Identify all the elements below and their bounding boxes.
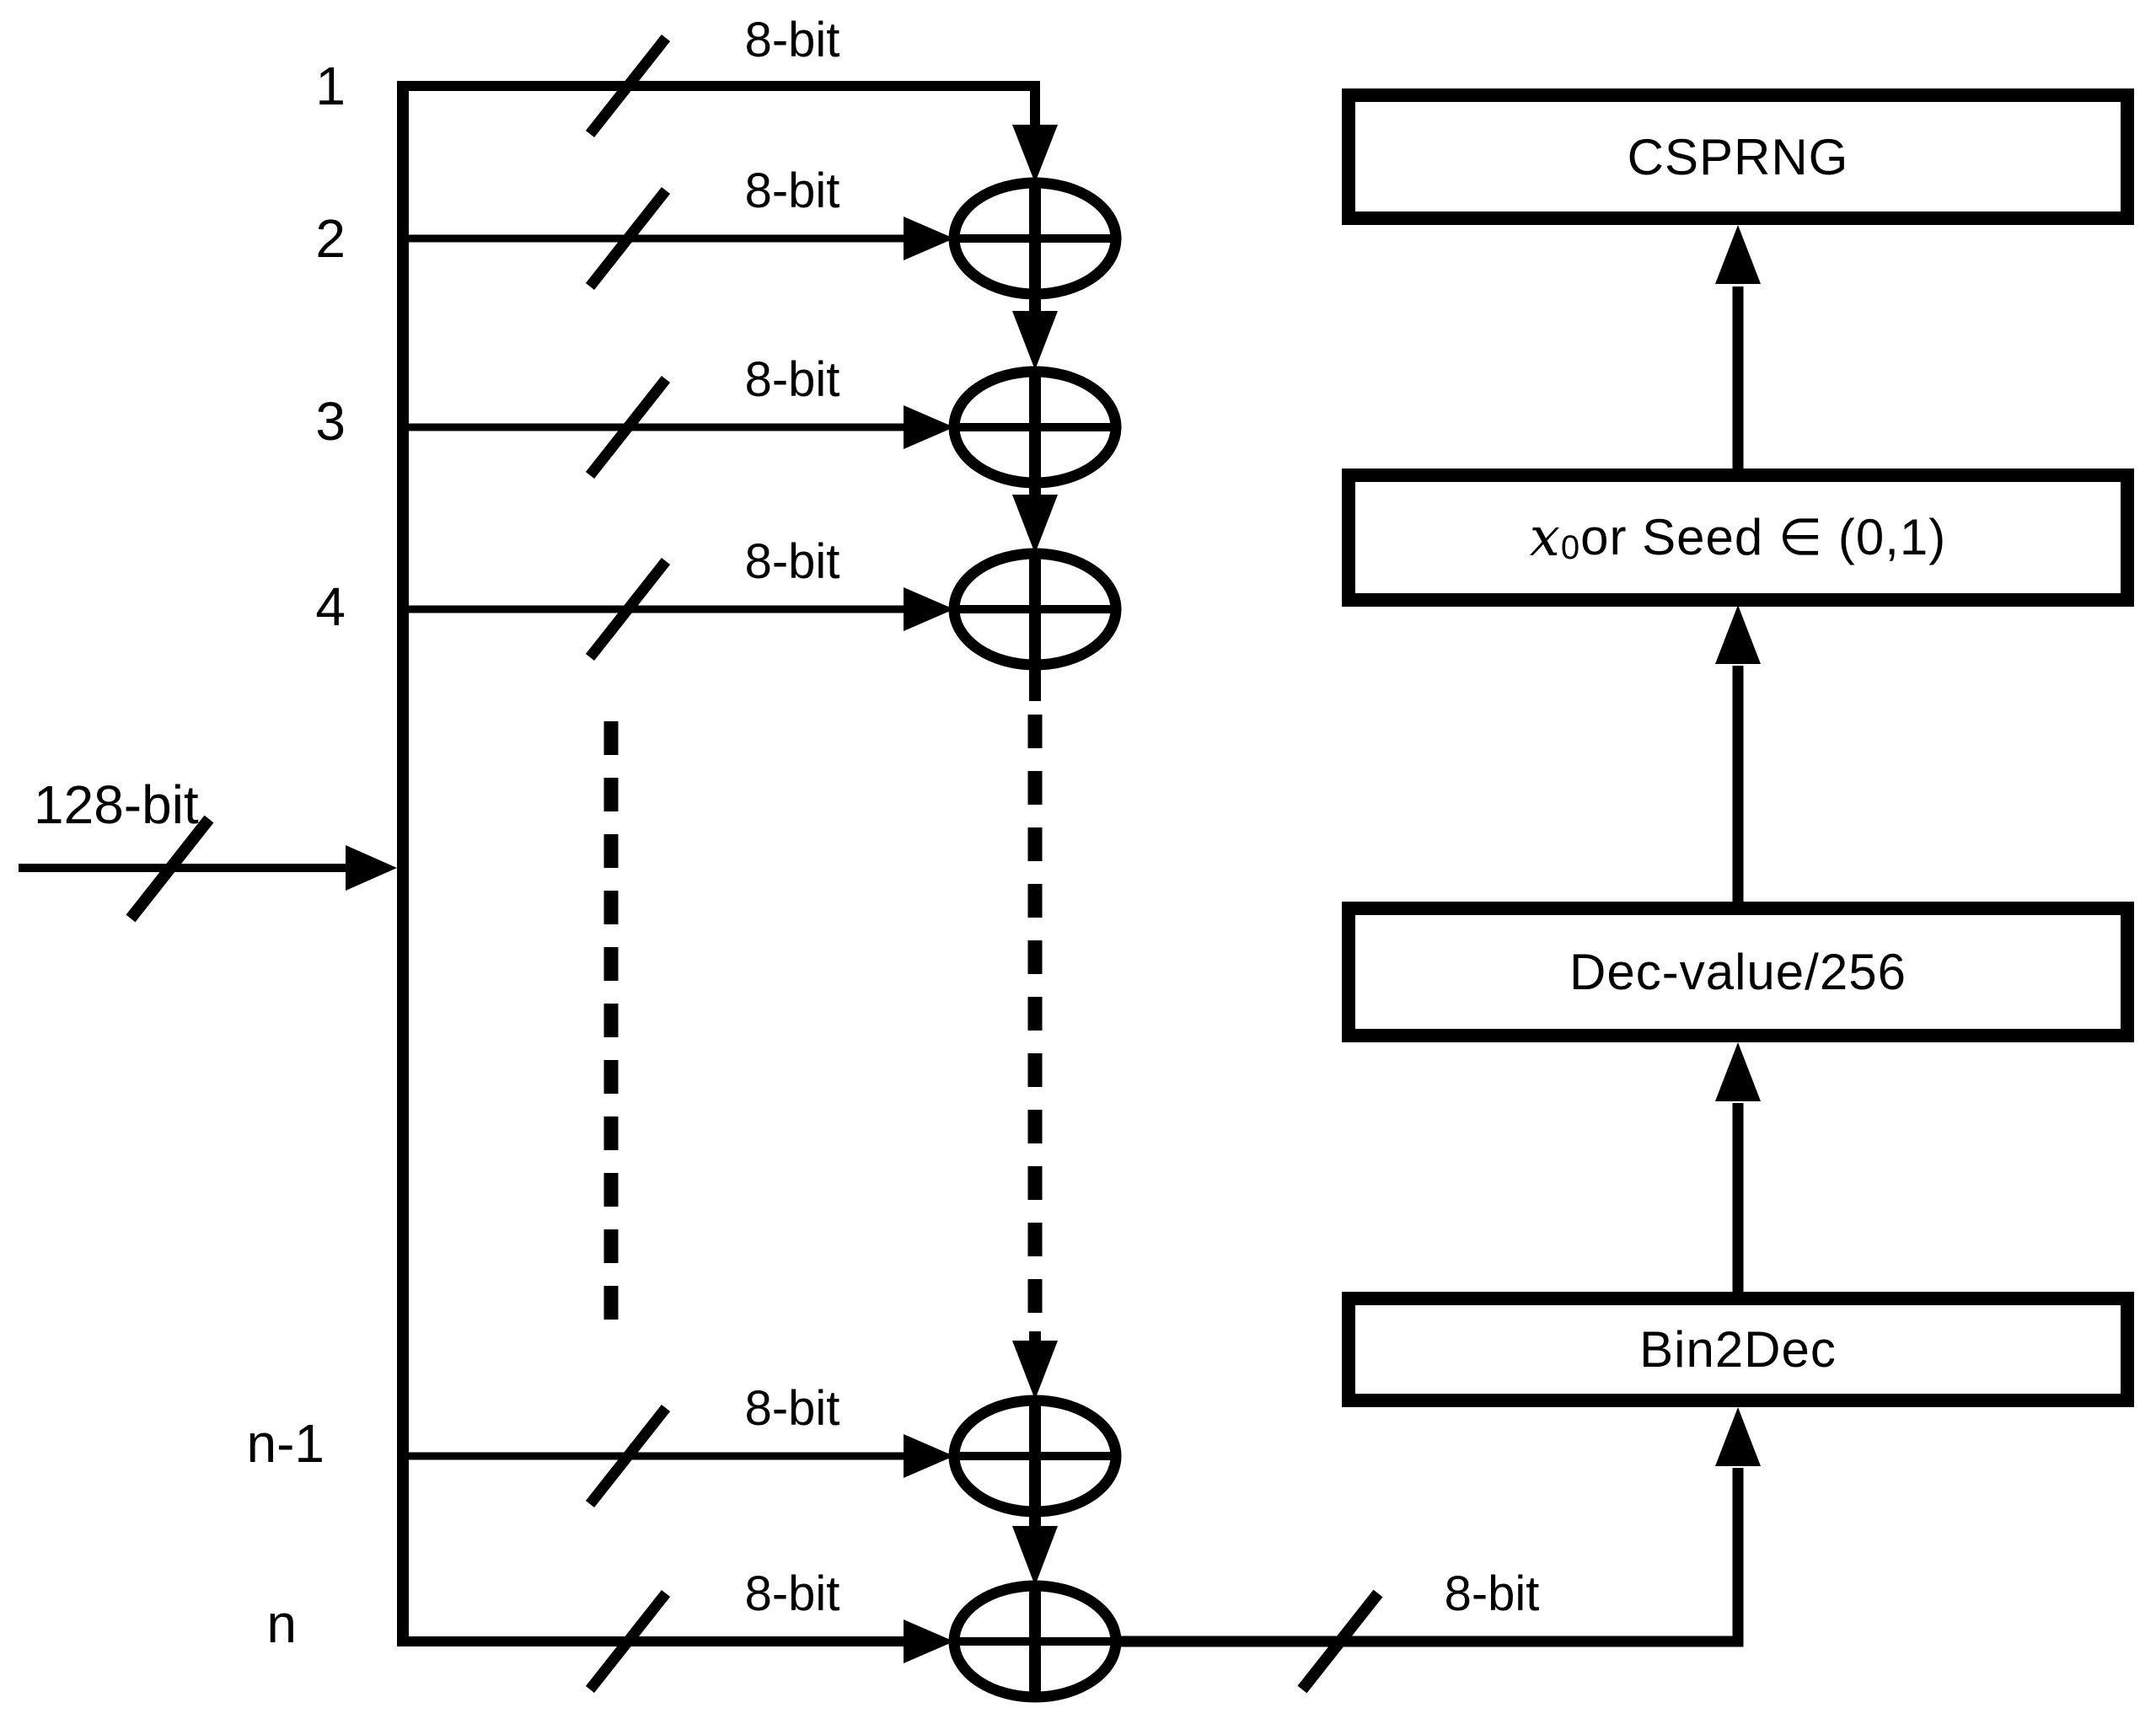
dec-value-box-label: Dec-value/256 [1569, 944, 1907, 1000]
lane-label-1: 1 [315, 56, 346, 116]
arrowhead-seed-to-csprng [1715, 225, 1761, 284]
bin2dec-box: Bin2Dec [1342, 1292, 2134, 1407]
cascade-arrowhead-4 [1012, 495, 1058, 554]
lane-n1-slash [585, 1404, 671, 1508]
seed-box-label: or Seed ∈ (0,1) [1580, 509, 1947, 565]
arrowhead-bin2dec-to-dec [1715, 1042, 1761, 1101]
lane3-slash [585, 375, 671, 479]
bus-width-label-n: 8-bit [744, 1566, 840, 1621]
lane2-slash [585, 186, 671, 291]
csprng-box-label: CSPRNG [1627, 128, 1849, 185]
output-line [1116, 1468, 1744, 1647]
bin2dec-box-label: Bin2Dec [1639, 1321, 1837, 1378]
lane1-slash [585, 34, 671, 138]
output-arrowhead [1715, 1407, 1761, 1466]
arrowhead-dec-to-seed [1715, 605, 1761, 664]
input-arrowhead [346, 845, 397, 891]
lane-label-3: 3 [315, 391, 346, 452]
xor-gate-lane-n1 [948, 1395, 1122, 1518]
xor-gate-lane3 [948, 366, 1122, 489]
xor-gate-lane4 [948, 548, 1122, 671]
lane-label-n: n [266, 1593, 297, 1654]
bus-width-label-1: 8-bit [744, 13, 840, 67]
cascade-arrowhead-n [1012, 1526, 1058, 1586]
seed-box-variable: x [1529, 506, 1561, 569]
cascade-arrowhead-3 [1012, 311, 1058, 370]
bus-width-label-3: 8-bit [744, 352, 840, 407]
lane-label-n1: n-1 [246, 1413, 325, 1474]
cascade-arrowhead-n1 [1012, 1341, 1058, 1400]
lane4-arrowhead [904, 587, 954, 631]
csprng-box: CSPRNG [1342, 88, 2134, 225]
input-slash [126, 815, 214, 923]
lane-n1-arrowhead [904, 1434, 954, 1478]
xor-gate-lane-n [948, 1580, 1122, 1703]
lane3-arrowhead [904, 405, 954, 449]
lane-label-4: 4 [315, 576, 346, 637]
lane1-line [403, 81, 1040, 126]
lane4-slash [585, 557, 671, 661]
lane-label-2: 2 [315, 208, 346, 269]
bus-width-label-2: 8-bit [744, 163, 840, 218]
bus-width-label-n1: 8-bit [744, 1381, 840, 1436]
lane2-arrowhead [904, 217, 954, 260]
output-width-label: 8-bit [1444, 1566, 1540, 1621]
lane-n-arrowhead [904, 1620, 954, 1663]
dec-value-box: Dec-value/256 [1342, 902, 2134, 1042]
lane1-arrowhead [1012, 125, 1058, 183]
output-slash [1297, 1589, 1383, 1694]
input-width-label: 128-bit [34, 774, 199, 835]
xor-gate-lane2 [948, 177, 1122, 300]
bus-width-label-4: 8-bit [744, 534, 840, 589]
lane-n-slash [585, 1589, 671, 1694]
